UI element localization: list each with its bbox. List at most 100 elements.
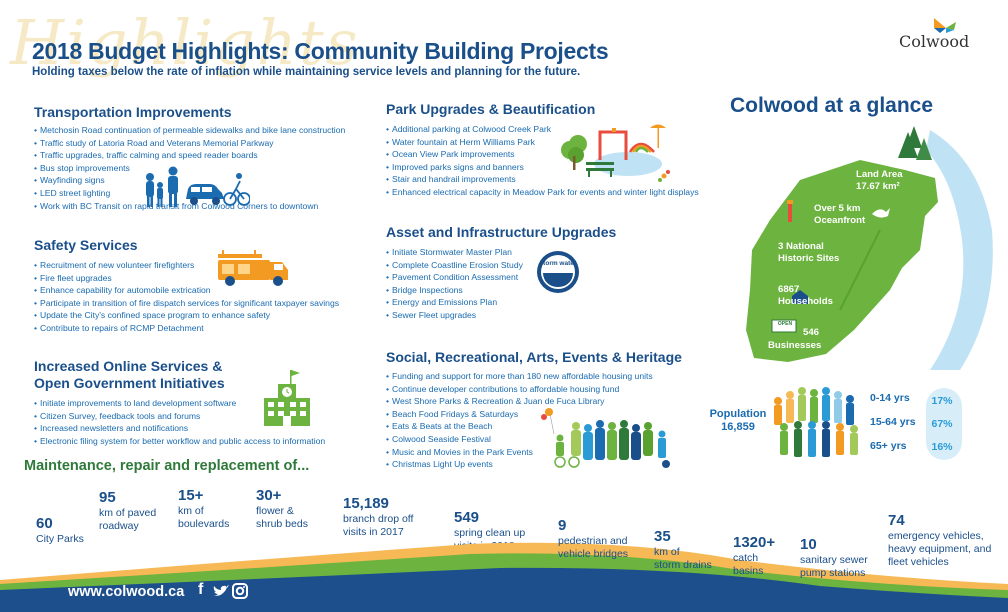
businesses-label: Businesses [768, 340, 822, 351]
stat-text: pedestrian and [558, 535, 628, 547]
stat-number: 35 [654, 528, 671, 545]
age-group-percent: 17% [931, 395, 953, 407]
historic-sites-line1: 3 National [778, 241, 824, 252]
twitter-icon[interactable] [212, 584, 230, 598]
list-item: Stair and handrail improvements [386, 173, 716, 186]
stat-text: km of [178, 505, 204, 517]
list-item: Initiate Stormwater Master Plan [386, 246, 586, 259]
stat-number: 9 [558, 517, 567, 534]
population-value: 16,859 [721, 421, 755, 433]
stat-number: 15,189 [343, 495, 389, 512]
age-group-percent: 16% [931, 441, 953, 453]
list-item: Christmas Light Up events [386, 458, 706, 471]
glance-title: Colwood at a glance [730, 94, 934, 117]
stat-number: 74 [888, 512, 905, 529]
list-item: Participate in transition of fire dispat… [34, 297, 374, 310]
city-hall-icon [264, 370, 310, 426]
list-item: Music and Movies in the Park Events [386, 446, 706, 459]
stat-text: branch drop off [343, 513, 414, 525]
list-item: West Shore Parks & Recreation & Juan de … [386, 395, 706, 408]
asset-list: Initiate Stormwater Master Plan Complete… [386, 246, 586, 322]
list-item: Bridge Inspections [386, 284, 586, 297]
website-link[interactable]: www.colwood.ca [68, 584, 185, 600]
online-list: Initiate improvements to land developmen… [34, 397, 364, 447]
page-title: 2018 Budget Highlights: Community Buildi… [32, 38, 609, 64]
age-percent-pill [926, 388, 962, 460]
oceanfront-line2: Oceanfront [814, 215, 866, 226]
stat-text: spring clean up [454, 527, 526, 539]
park-playground-icon [561, 124, 670, 182]
stat-number: 60 [36, 515, 53, 532]
stat-text: vehicle bridges [558, 548, 629, 560]
stat-text: heavy equipment, and [888, 543, 992, 555]
safety-list: Recruitment of new volunteer firefighter… [34, 259, 374, 335]
stat-text: shrub beds [256, 518, 308, 530]
stat-text: sanitary sewer [800, 554, 868, 566]
online-title-line1: Increased Online Services & [34, 358, 223, 374]
colwood-map-icon [746, 126, 993, 370]
stat-number: 95 [99, 489, 116, 506]
list-item: Funding and support for more than 180 ne… [386, 370, 706, 383]
list-item: Initiate improvements to land developmen… [34, 397, 364, 410]
stat-text: City Parks [36, 533, 84, 545]
stat-text: fleet vehicles [888, 556, 949, 568]
list-item: Metchosin Road continuation of permeable… [34, 124, 364, 137]
age-group-label: 15-64 yrs [870, 416, 916, 428]
fire-truck-icon [218, 250, 288, 286]
list-item: Work with BC Transit on rapid transit fr… [34, 200, 364, 213]
stat-number: 15+ [178, 487, 204, 504]
stat-number: 10 [800, 536, 817, 553]
instagram-icon[interactable] [232, 583, 248, 599]
population-crowd-icon [774, 387, 858, 457]
historic-sites-line2: Historic Sites [778, 253, 840, 264]
stat-number: 549 [454, 509, 480, 526]
list-item: Beach Food Fridays & Saturdays [386, 408, 706, 421]
age-group-label: 0-14 yrs [870, 392, 910, 404]
stat-text: boulevards [178, 518, 230, 530]
list-item: Energy and Emissions Plan [386, 296, 586, 309]
list-item: Fire fleet upgrades [34, 272, 374, 285]
stat-text: km of [654, 546, 680, 558]
list-item: Eats & Beats at the Beach [386, 420, 706, 433]
households-value: 6867 [778, 284, 800, 295]
transportation-title: Transportation Improvements [34, 104, 232, 120]
stat-text: km of paved [99, 507, 157, 519]
social-title: Social, Recreational, Arts, Events & Her… [386, 349, 682, 365]
maintenance-title: Maintenance, repair and replacement of..… [24, 458, 310, 474]
parks-title: Park Upgrades & Beautification [386, 101, 596, 117]
list-item: Traffic upgrades, traffic calming and sp… [34, 149, 364, 162]
businesses-value: 546 [803, 327, 820, 338]
family-car-bike-icon [146, 166, 250, 207]
land-area-label: Land Area [856, 169, 903, 180]
list-item: Continue developer contributions to affo… [386, 383, 706, 396]
transportation-list: Metchosin Road continuation of permeable… [34, 124, 364, 212]
list-item: Pavement Condition Assessment [386, 271, 586, 284]
logo-text: Colwood [899, 32, 970, 51]
list-item: Improved parks signs and banners [386, 161, 716, 174]
open-sign: OPEN [777, 321, 793, 327]
community-crowd-icon [541, 408, 670, 468]
list-item: Enhance capability for automobile extric… [34, 284, 374, 297]
stat-text: pump stations [800, 567, 866, 579]
list-item: Bus stop improvements [34, 162, 364, 175]
list-item: Recruitment of new volunteer firefighter… [34, 259, 374, 272]
land-area-value: 17.67 km² [856, 181, 900, 192]
safety-title: Safety Services [34, 237, 138, 253]
online-title-line2: Open Government Initiatives [34, 375, 225, 391]
list-item: Citizen Survey, feedback tools and forum… [34, 410, 364, 423]
stat-text: basins [733, 565, 764, 577]
watermark-text: Highlights [10, 6, 360, 79]
facebook-icon[interactable]: f [198, 581, 204, 598]
stat-text: flower & [256, 505, 294, 517]
stat-number: 1320+ [733, 534, 776, 551]
list-item: Update the City's confined space program… [34, 309, 374, 322]
list-item: Water fountain at Herm Williams Park [386, 136, 716, 149]
stat-text: roadway [99, 520, 139, 532]
